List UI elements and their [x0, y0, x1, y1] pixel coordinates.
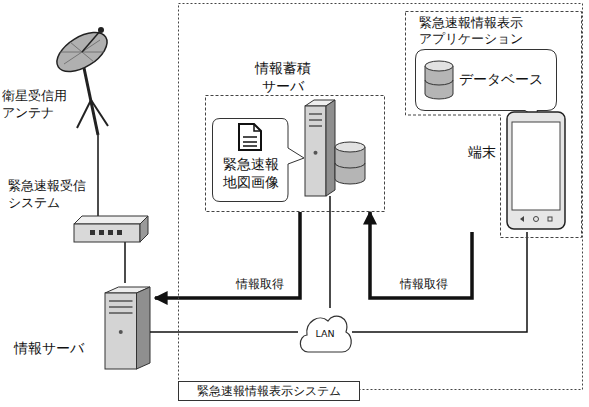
edge-label: 情報取得	[398, 277, 450, 291]
receiver-node: 緊急速報受信システム	[8, 178, 148, 250]
network-wire	[97, 135, 99, 178]
network-wire	[155, 331, 298, 333]
antenna-node: 衛星受信用アンテナ	[2, 18, 110, 135]
callout-bubble: 緊急速報地図画像	[212, 118, 294, 202]
node-label: 緊急速報情報表示アプリケーション	[417, 15, 524, 47]
node-label: 情報サーバ	[14, 339, 88, 357]
data-flow-arrow	[370, 212, 472, 298]
callout-bubble: データベース	[415, 49, 557, 111]
network-wire	[329, 212, 331, 308]
app-region: 緊急速報情報表示アプリケーションデータベース端末	[405, 11, 582, 238]
network-wire	[124, 250, 126, 283]
data-flow-arrow	[155, 212, 300, 298]
network-cloud: LAN	[298, 308, 352, 356]
server-node: 情報サーバ	[10, 283, 155, 372]
storage-server-node: 情報蓄積サーバ緊急速報地図画像	[205, 58, 385, 212]
node-label: 緊急速報地図画像	[221, 155, 280, 191]
node-label: LAN	[298, 328, 352, 340]
node-label: 端末	[468, 143, 496, 161]
server-illustration	[10, 283, 155, 372]
network-wire	[352, 232, 527, 332]
node-label: 情報蓄積サーバ	[253, 59, 312, 95]
region-label: 緊急速報情報表示システム	[178, 381, 360, 401]
system-region: 緊急速報情報表示システム情報蓄積サーバ緊急速報地図画像緊急速報情報表示アプリケー…	[178, 3, 583, 404]
node-label: データベース	[459, 70, 549, 88]
node-label: 衛星受信用アンテナ	[2, 88, 70, 122]
smartphone-illustration	[462, 110, 572, 232]
node-label: 緊急速報受信システム	[8, 178, 89, 212]
edge-label: 情報取得	[234, 277, 286, 291]
terminal-node: 端末	[462, 110, 572, 232]
